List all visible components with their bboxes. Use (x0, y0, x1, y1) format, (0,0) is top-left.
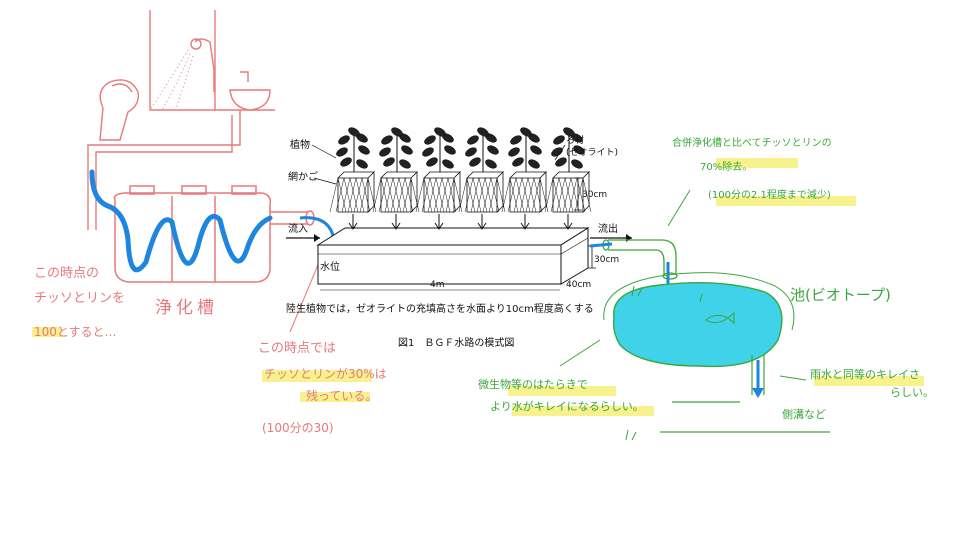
channel-top-face (316, 227, 590, 246)
pond-label: 池(ビオトープ) (790, 286, 891, 304)
ditch-lines (660, 401, 830, 433)
down-arrow (434, 214, 444, 230)
plant-basket (372, 127, 420, 213)
highlight-rainwater (814, 376, 924, 386)
inflow-label: 流入 (288, 222, 308, 235)
note-left-line-1: この時点の (34, 266, 99, 281)
note-left-line-2: チッソとリンを (34, 291, 125, 306)
highlight-cleaner (512, 406, 654, 416)
flow-line-septic (89, 169, 273, 273)
down-arrow (348, 214, 358, 230)
pond (612, 281, 783, 368)
plant-row (329, 127, 592, 213)
plant-basket (329, 127, 377, 213)
down-arrow (391, 214, 401, 230)
width-label: 40cm (566, 280, 591, 290)
note-mid-line-3: 残っている。 (306, 389, 377, 403)
note-rain-pointer (779, 375, 807, 381)
plant-basket (415, 127, 463, 213)
note-rain-line-1: 雨水と同等のキレイさ (810, 367, 920, 381)
water-level-label: 水位 (320, 260, 340, 273)
note-microbe-line-1: 微生物等のはたらきで (478, 377, 588, 391)
highlight-100 (32, 327, 62, 337)
pond-outlet-pipe (751, 355, 765, 395)
ditch-label: 側溝など (782, 408, 826, 421)
media-label-line-1: ろ材 (566, 134, 584, 146)
media-label-line-2: (ゼオライト) (566, 146, 618, 158)
plant-basket (544, 127, 592, 213)
note-left-line-3: 100とすると… (34, 325, 117, 339)
fish-icon (705, 311, 735, 325)
note-top-line-2: 70%除去。 (700, 160, 752, 173)
plant-basket (501, 127, 549, 213)
caption-note: 陸生植物では，ゼオライトの充填高さを水面より10cm程度高くする (286, 302, 594, 315)
septic-tank (113, 185, 315, 283)
note-mid-line-4: (100分の30) (262, 421, 334, 435)
down-arrow-row (348, 214, 573, 230)
basket-height-label: 30cm (582, 190, 607, 200)
flow-line-outflow (589, 242, 613, 248)
bgf-channel-figure: 植物 網かご ろ材 (ゼオライト) 30cm 水位 流入 流出 30cm (286, 127, 632, 349)
highlight-remaining (300, 392, 370, 402)
highlight-30-percent (262, 370, 372, 382)
water-level-line (318, 237, 589, 255)
note-mid-pointer-line (289, 259, 321, 333)
channel-front-face (317, 244, 562, 285)
note-mid-line-1: この時点では (258, 341, 336, 356)
note-microbe-line-2: より水がキレイになるらしい。 (490, 399, 644, 413)
down-arrow (520, 214, 530, 230)
length-label: 4m (430, 280, 445, 290)
shower-spray (149, 49, 194, 111)
septic-tank-label: 浄化槽 (155, 298, 218, 318)
note-rain-line-2: らしい。 (890, 386, 934, 399)
plant-label: 植物 (290, 138, 310, 151)
pond-rim (603, 272, 795, 331)
note-microbe-pointer (559, 339, 601, 367)
figure-title: 図1 ＢＧＦ水路の模式図 (398, 336, 514, 349)
channel-height-label: 30cm (594, 255, 619, 265)
note-top-line-1: 合併浄化槽と比べてチッソとリンの (672, 136, 832, 149)
highlight-microbes (508, 386, 616, 396)
highlight-70-percent (716, 158, 798, 168)
media-label: ろ材 (ゼオライト) (566, 134, 618, 158)
house-sketch (87, 10, 275, 230)
plant-basket (458, 127, 506, 213)
note-mid-line-2: チッソとリンが30%は (264, 366, 387, 381)
grass-tuft (625, 285, 703, 441)
note-top-pointer (667, 189, 691, 227)
note-top-line-3: (100分の2.1程度まで減少) (708, 188, 831, 201)
basket-label: 網かご (288, 170, 318, 183)
down-arrow (477, 214, 487, 230)
down-arrow (563, 214, 573, 230)
highlight-reduction (716, 196, 856, 206)
outflow-label: 流出 (598, 222, 618, 235)
